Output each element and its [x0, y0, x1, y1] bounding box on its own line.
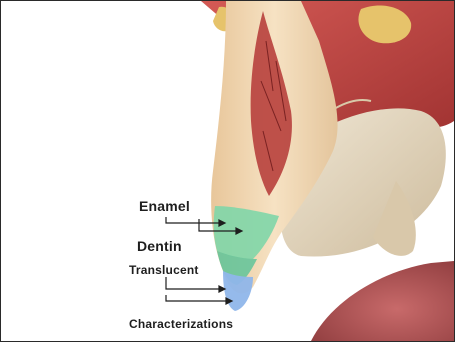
- label-translucent: Translucent: [129, 263, 199, 277]
- lip-tissue: [311, 261, 454, 341]
- label-enamel: Enamel: [139, 198, 190, 214]
- label-dentin: Dentin: [137, 238, 182, 254]
- translucent-zone: [223, 271, 253, 311]
- label-characterizations: Characterizations: [129, 317, 233, 331]
